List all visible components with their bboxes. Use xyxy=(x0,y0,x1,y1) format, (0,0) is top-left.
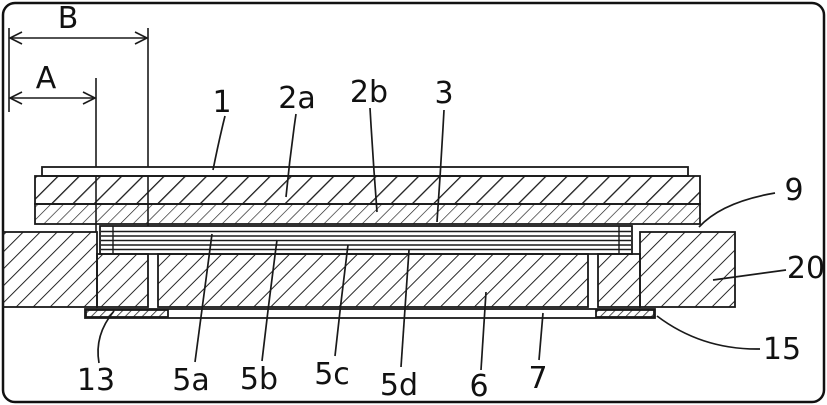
label-part-6: 6 xyxy=(469,369,488,404)
leader-part-1 xyxy=(212,115,226,171)
leader-part-9 xyxy=(698,192,776,228)
leader-part-5b xyxy=(261,239,278,362)
leader-part-6 xyxy=(480,291,487,371)
label-part-5a: 5a xyxy=(172,363,209,398)
layer-light-guide xyxy=(157,253,589,308)
frame-right-block xyxy=(639,231,736,308)
label-part-9: 9 xyxy=(784,173,803,208)
label-part-3: 3 xyxy=(434,76,453,111)
leader-part-3 xyxy=(436,109,445,223)
leader-part-2a xyxy=(285,113,297,198)
label-part-2b: 2b xyxy=(350,75,388,110)
tape-left xyxy=(85,309,169,318)
dimension-lines xyxy=(8,28,149,232)
leader-part-5a xyxy=(194,233,213,363)
label-part-1: 1 xyxy=(212,85,231,120)
label-dim-a: A xyxy=(36,61,57,96)
frame-right-ledge xyxy=(597,253,641,308)
leader-part-13 xyxy=(97,310,115,364)
label-part-5c: 5c xyxy=(314,357,350,392)
layer-lower-substrate xyxy=(34,203,701,225)
label-dim-b: B xyxy=(58,1,79,36)
labels: B A 1 2a 2b 3 9 20 15 13 5a 5b 5c 5d 6 7 xyxy=(36,1,825,404)
layer-top-cover xyxy=(41,166,689,177)
dim-arrowhead-a-right xyxy=(82,91,97,105)
label-part-5b: 5b xyxy=(240,362,278,397)
label-part-5d: 5d xyxy=(380,368,418,403)
leader-part-15 xyxy=(656,315,761,350)
layer-upper-substrate xyxy=(34,175,701,205)
dim-arrowhead-b-right xyxy=(134,31,149,45)
label-part-20: 20 xyxy=(787,251,825,286)
leader-part-7 xyxy=(538,312,544,361)
label-part-15: 15 xyxy=(763,332,801,367)
label-part-7: 7 xyxy=(528,361,547,396)
leader-lines xyxy=(97,107,787,371)
frame-left-ledge xyxy=(96,253,149,308)
label-part-2a: 2a xyxy=(278,81,315,116)
dim-arrowhead-b-left xyxy=(8,31,23,45)
tape-right xyxy=(595,309,655,318)
layer-structure xyxy=(2,166,736,319)
dim-arrowhead-a-left xyxy=(8,91,23,105)
bottom-sheet xyxy=(84,308,656,319)
label-part-13: 13 xyxy=(77,363,115,398)
leader-part-2b xyxy=(369,107,378,213)
leader-part-5c xyxy=(334,244,349,357)
leader-part-20 xyxy=(712,269,787,281)
leader-part-5d xyxy=(400,249,410,368)
frame-left-block xyxy=(2,231,98,308)
